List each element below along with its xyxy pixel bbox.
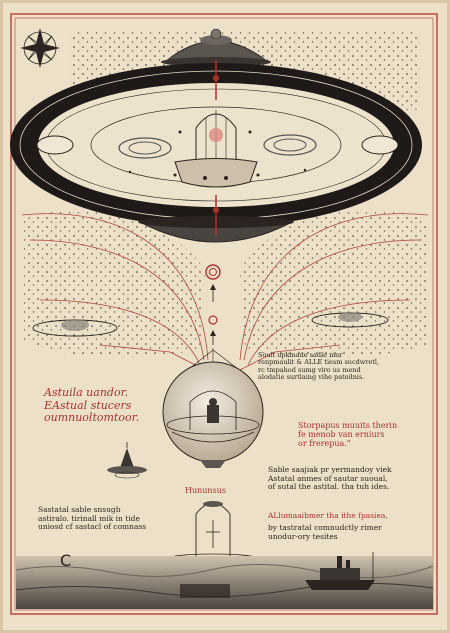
right-red-caption: Storpapus muuits therin fe menob van ern… <box>298 421 398 449</box>
upper-right-caption: Souit upkmade sadle mer renpmaulit & ALL… <box>258 351 380 382</box>
central-shrine <box>174 110 258 188</box>
compass-rose-icon <box>20 28 60 68</box>
crystal-orb-icon <box>162 348 264 468</box>
steamship-icon <box>305 552 375 590</box>
left-saucer <box>32 319 118 337</box>
central-axis <box>205 60 221 345</box>
right-lower-caption: by tastratal comnudctly rimer unodur-ory… <box>268 523 382 541</box>
bottom-letter: C <box>60 551 72 570</box>
field-lines <box>21 213 429 371</box>
small-vessel <box>107 442 147 479</box>
star-field-right <box>240 209 426 357</box>
red-frame <box>10 13 438 615</box>
right-saucer <box>311 312 389 328</box>
left-lower-caption: Sastatal sable snsugh astiralo. tirinall… <box>38 505 147 532</box>
right-lower-red-caption: ALlumaaibmer tha ithe fpasiea, <box>268 511 388 520</box>
center-label: Hununsus <box>185 486 226 495</box>
right-middle-caption: Sable saajiak pr yermandoy viek Astatal … <box>268 465 392 492</box>
left-heading: Astuila uandor. EAstual stucers oumnuolt… <box>44 386 140 425</box>
